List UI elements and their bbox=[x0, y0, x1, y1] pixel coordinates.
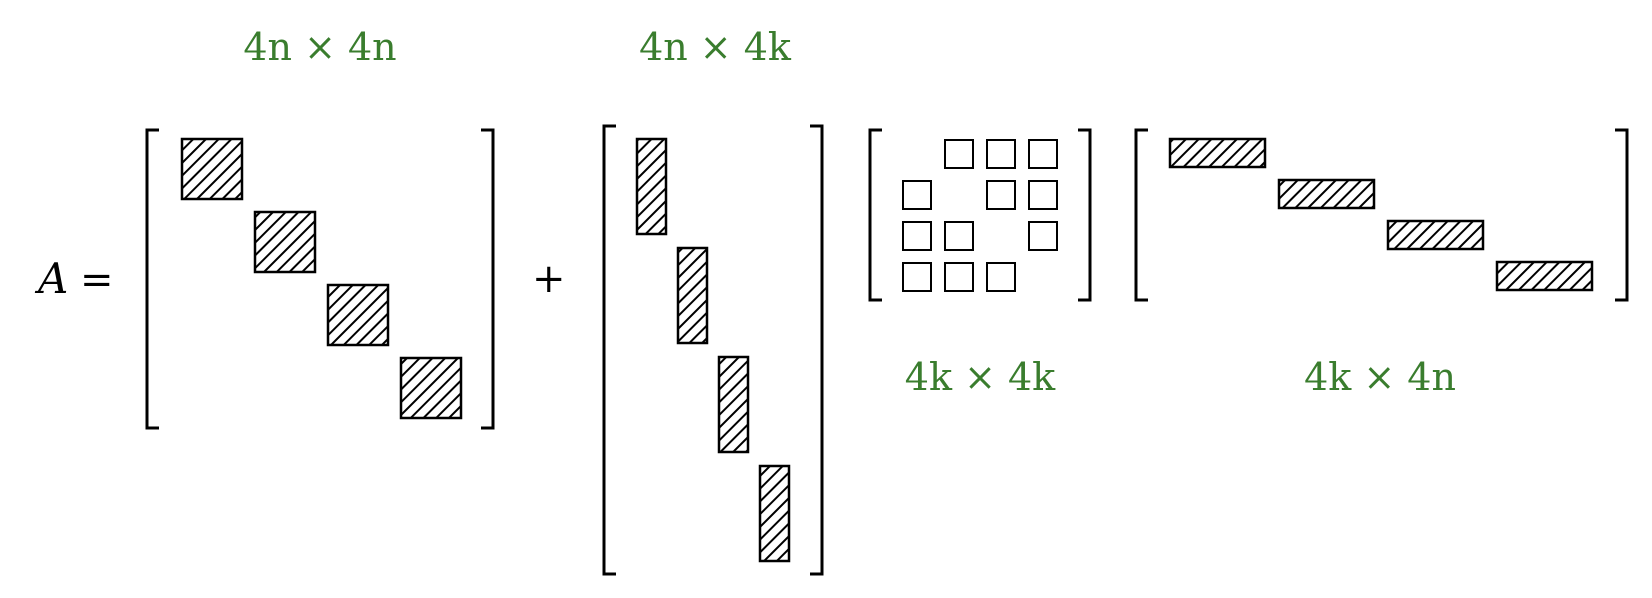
right-factor-matrix bbox=[1168, 137, 1594, 292]
bracket-left-m2 bbox=[602, 124, 616, 576]
label-left-factor: 4n × 4k bbox=[639, 25, 792, 69]
plus-sign: + bbox=[532, 256, 566, 302]
label-middle-factor: 4k × 4k bbox=[905, 355, 1056, 399]
left-factor-block-1 bbox=[635, 137, 668, 236]
bracket-left-m3 bbox=[868, 128, 882, 302]
right-factor-block-4 bbox=[1495, 260, 1594, 292]
left-factor-block-3 bbox=[717, 355, 750, 454]
label-right-factor: 4k × 4n bbox=[1304, 355, 1456, 399]
middle-cell-r3-c1 bbox=[902, 221, 932, 251]
middle-cell-r1-c2 bbox=[944, 139, 974, 169]
label-block-diagonal: 4n × 4n bbox=[243, 25, 396, 69]
left-factor-matrix bbox=[635, 137, 791, 563]
bracket-right-m3 bbox=[1078, 128, 1092, 302]
middle-cell-r3-c4 bbox=[1028, 221, 1058, 251]
equals-sign: = bbox=[80, 257, 114, 303]
middle-cell-r4-c3 bbox=[986, 262, 1016, 292]
bracket-right-m1 bbox=[481, 128, 495, 430]
middle-cell-r4-c1 bbox=[902, 262, 932, 292]
bracket-left-m4 bbox=[1134, 128, 1148, 302]
left-factor-block-2 bbox=[676, 246, 709, 345]
bracket-left-m1 bbox=[145, 128, 159, 430]
right-factor-block-3 bbox=[1386, 219, 1485, 251]
middle-factor-matrix bbox=[902, 139, 1058, 292]
diagonal-block-3 bbox=[326, 283, 390, 347]
right-factor-block-2 bbox=[1277, 178, 1376, 210]
middle-cell-r2-c1 bbox=[902, 180, 932, 210]
bracket-right-m4 bbox=[1615, 128, 1629, 302]
bracket-right-m2 bbox=[810, 124, 824, 576]
right-factor-block-1 bbox=[1168, 137, 1267, 169]
middle-cell-r2-c3 bbox=[986, 180, 1016, 210]
middle-cell-r3-c2 bbox=[944, 221, 974, 251]
diagonal-block-2 bbox=[253, 210, 317, 274]
lhs-symbol: A bbox=[34, 254, 68, 303]
diagonal-block-1 bbox=[180, 137, 244, 201]
block-diagonal-matrix bbox=[180, 137, 463, 420]
middle-cell-r1-c4 bbox=[1028, 139, 1058, 169]
middle-cell-r2-c4 bbox=[1028, 180, 1058, 210]
middle-cell-r1-c3 bbox=[986, 139, 1016, 169]
middle-cell-r4-c2 bbox=[944, 262, 974, 292]
diagonal-block-4 bbox=[399, 356, 463, 420]
left-factor-block-4 bbox=[758, 464, 791, 563]
